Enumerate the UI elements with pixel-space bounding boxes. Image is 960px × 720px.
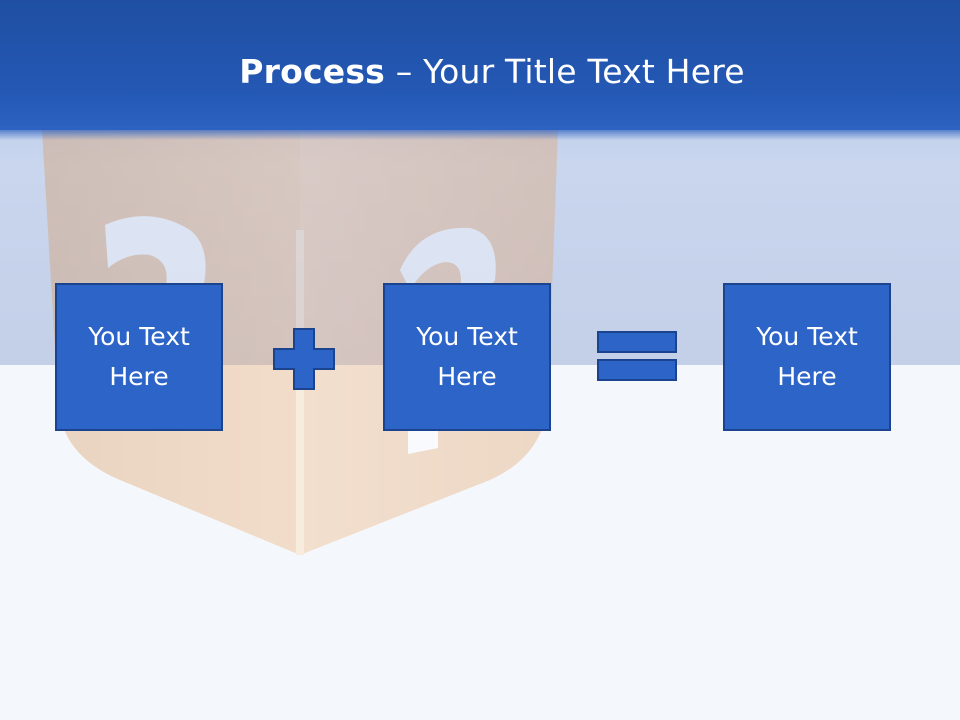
process-box-1-text: You Text Here xyxy=(69,317,209,397)
title-bar xyxy=(0,0,960,130)
slide-title-rest: – Your Title Text Here xyxy=(385,52,745,91)
process-box-3-text: You Text Here xyxy=(737,317,877,397)
process-box-2[interactable]: You Text Here xyxy=(383,283,551,431)
process-box-1-line1: You Text xyxy=(88,322,190,351)
slide-title-bold: Process xyxy=(239,52,386,91)
process-box-2-line1: You Text xyxy=(416,322,518,351)
process-box-3-line1: You Text xyxy=(756,322,858,351)
process-box-2-line2: Here xyxy=(437,362,497,391)
slide-title: Process – Your Title Text Here xyxy=(0,52,960,91)
plus-icon xyxy=(273,328,335,390)
title-bar-fade xyxy=(0,126,960,140)
process-box-3-line2: Here xyxy=(777,362,837,391)
equals-icon xyxy=(597,331,677,381)
process-box-1-line2: Here xyxy=(109,362,169,391)
process-box-3[interactable]: You Text Here xyxy=(723,283,891,431)
process-box-2-text: You Text Here xyxy=(397,317,537,397)
process-box-1[interactable]: You Text Here xyxy=(55,283,223,431)
